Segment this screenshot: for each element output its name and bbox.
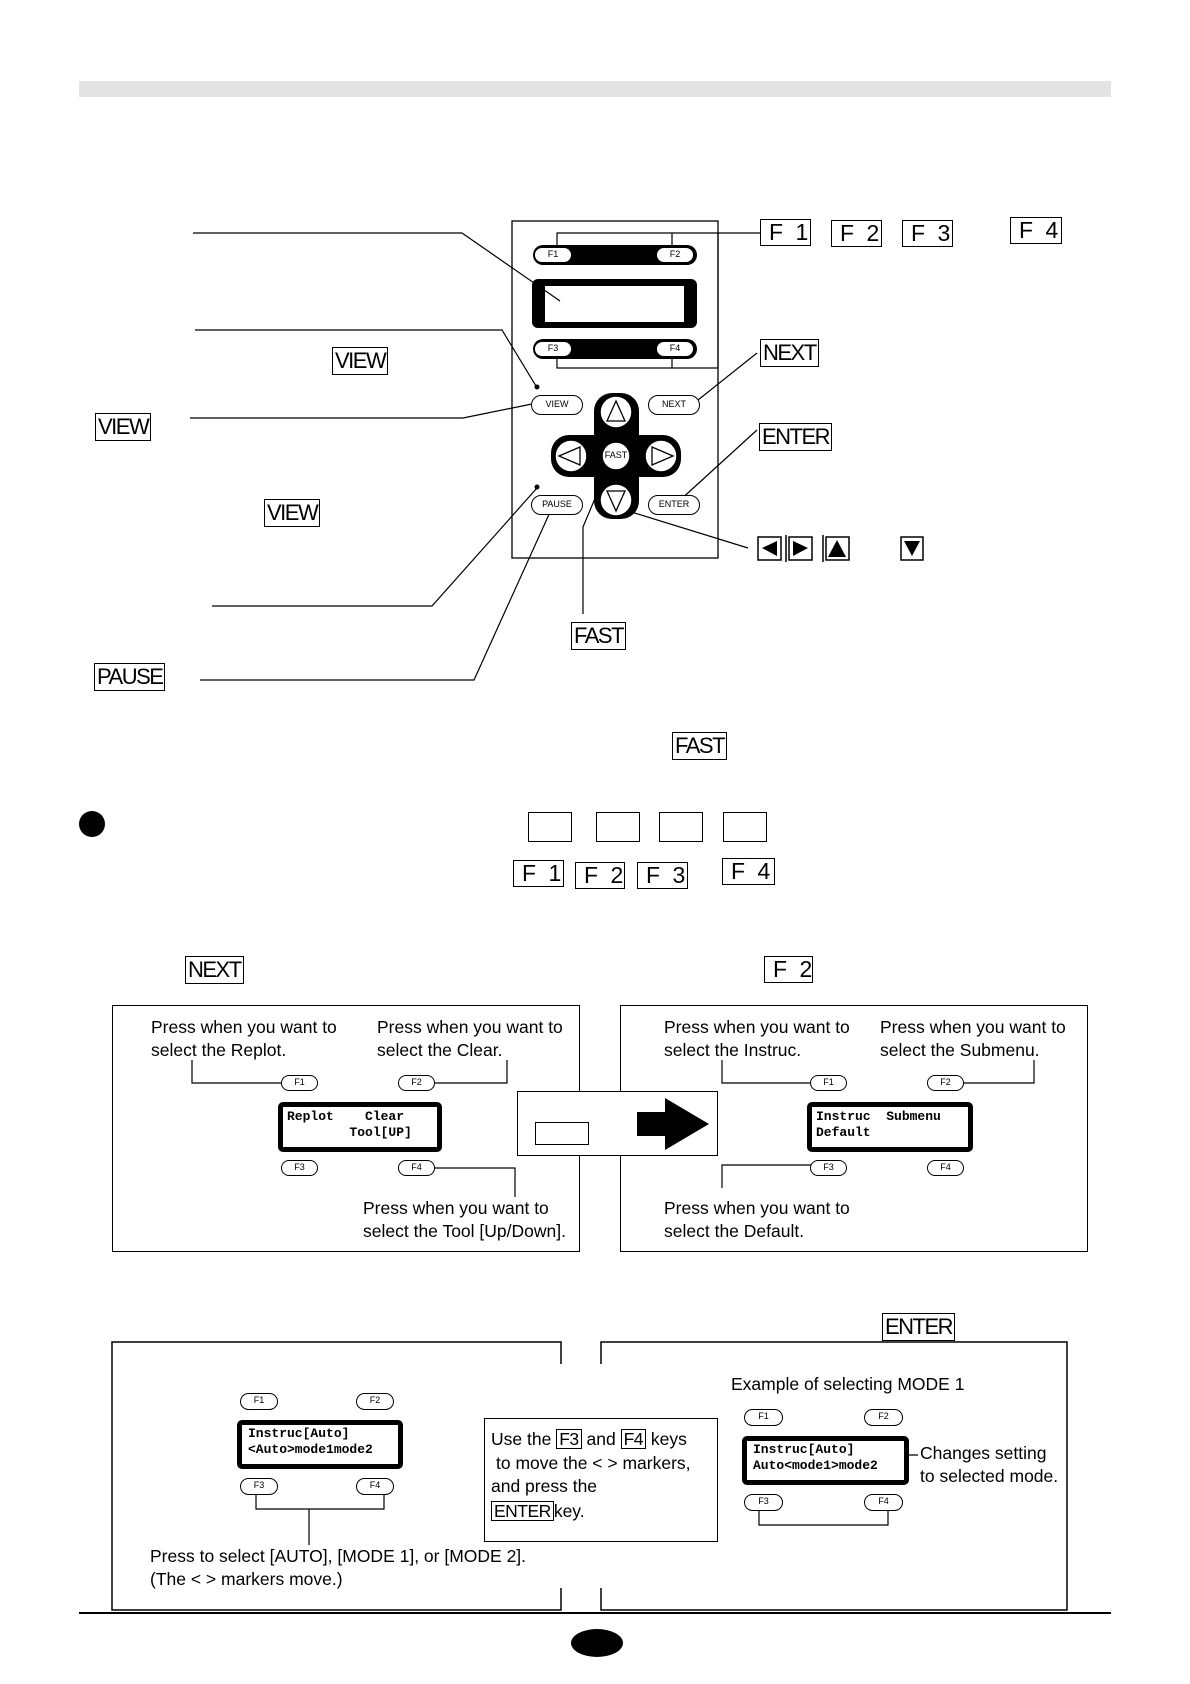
instruc-f2-key[interactable]: F2 — [927, 1075, 964, 1091]
blank-key-box-2 — [596, 812, 640, 842]
section-bullet — [79, 811, 105, 837]
f1-key-label: F 1 — [760, 219, 811, 246]
example-f2-key[interactable]: F2 — [864, 1409, 903, 1426]
f2-key-label: F 2 — [831, 220, 882, 247]
panel-f4-key[interactable]: F4 — [656, 341, 694, 357]
f3-key-label: F 3 — [902, 220, 953, 247]
replot-lcd: Replot Clear Tool[UP] — [278, 1102, 442, 1152]
section3-enter-label: ENTER — [882, 1313, 956, 1341]
mode-lcd: Instruc[Auto] <Auto>mode1mode2 — [237, 1420, 403, 1469]
right-arrow-icon — [793, 541, 808, 556]
example-lcd-text: Instruc[Auto] Auto<mode1>mode2 — [747, 1441, 904, 1480]
use-the-text: Use the — [491, 1429, 552, 1449]
replot-lcd-text: Replot Clear Tool[UP] — [283, 1107, 437, 1147]
fast-key-label-2: FAST — [672, 732, 728, 760]
right-arrow-icon — [637, 1098, 709, 1150]
view-key-label-2: VIEW — [95, 413, 152, 441]
down-arrow-icon — [904, 541, 920, 556]
instructions-line2: to move the < > markers, — [496, 1453, 691, 1473]
section2-f2-label: F 2 — [764, 956, 813, 983]
replot-f3-key[interactable]: F3 — [281, 1160, 318, 1176]
blank-key-box-4 — [723, 812, 767, 842]
panel-enter-key[interactable]: ENTER — [648, 495, 700, 515]
instruc-lcd: Instruc Submenu Default — [807, 1102, 973, 1152]
instruc-f1-key[interactable]: F1 — [810, 1075, 847, 1091]
header-bar — [79, 81, 1111, 97]
instructions-line1: Use the F3 and F4 keys — [491, 1427, 687, 1451]
up-arrow-icon — [828, 540, 846, 557]
mode-f1-key[interactable]: F1 — [240, 1393, 278, 1410]
keys-text: keys — [650, 1429, 687, 1449]
clear-callout: Press when you want to select the Clear. — [377, 1017, 563, 1060]
enter-key-label: ENTER — [759, 423, 833, 451]
and-text: and — [586, 1429, 616, 1449]
tool-callout: Press when you want to select the Tool [… — [363, 1198, 566, 1241]
next-arrow-key-box — [535, 1122, 589, 1145]
mode-select-caption: Press to select [AUTO], [MODE 1], or [MO… — [150, 1546, 527, 1589]
next-key-label: NEXT — [760, 339, 819, 367]
blank-key-box-1 — [528, 812, 572, 842]
pause-key-label: PAUSE — [94, 663, 166, 691]
panel-f2-key[interactable]: F2 — [656, 247, 694, 263]
instruc-f3-key[interactable]: F3 — [810, 1160, 847, 1176]
inline-f3-key: F3 — [556, 1429, 582, 1449]
example-f3-key[interactable]: F3 — [744, 1494, 783, 1511]
example-f4-key[interactable]: F4 — [864, 1494, 903, 1511]
instruc-callout: Press when you want to select the Instru… — [664, 1017, 850, 1060]
mode-f2-key[interactable]: F2 — [356, 1393, 394, 1410]
panel-f1-key[interactable]: F1 — [534, 247, 572, 263]
inline-f4-key: F4 — [620, 1429, 647, 1449]
example-title: Example of selecting MODE 1 — [731, 1374, 965, 1394]
default-callout: Press when you want to select the Defaul… — [664, 1198, 850, 1241]
replot-f1-key[interactable]: F1 — [281, 1075, 318, 1091]
submenu-callout: Press when you want to select the Submen… — [880, 1017, 1066, 1060]
instructions-line3: and press the — [491, 1476, 598, 1496]
mode-f4-key[interactable]: F4 — [356, 1478, 394, 1495]
panel-pause-key[interactable]: PAUSE — [531, 495, 583, 515]
fast-key-label: FAST — [604, 450, 628, 460]
blank-key-box-3 — [659, 812, 703, 842]
replot-callout: Press when you want to select the Replot… — [151, 1017, 337, 1060]
replot-f2-key[interactable]: F2 — [398, 1075, 435, 1091]
footer-rule — [79, 1612, 1111, 1614]
row-f3-label: F 3 — [637, 862, 688, 889]
view-key-label-1: VIEW — [332, 347, 389, 375]
row-f4-label: F 4 — [722, 858, 775, 885]
f4-key-label: F 4 — [1010, 217, 1062, 244]
instruc-f4-key[interactable]: F4 — [927, 1160, 964, 1176]
key-text: key. — [553, 1501, 585, 1521]
panel-view-key[interactable]: VIEW — [531, 395, 583, 415]
instruc-lcd-text: Instruc Submenu Default — [812, 1107, 968, 1147]
instructions-box — [484, 1418, 718, 1542]
inline-enter-key: ENTER — [491, 1501, 554, 1521]
mode-lcd-text: Instruc[Auto] <Auto>mode1mode2 — [242, 1425, 398, 1464]
replot-f4-key[interactable]: F4 — [398, 1160, 435, 1176]
mode-f3-key[interactable]: F3 — [240, 1478, 278, 1495]
example-note: Changes setting to selected mode. — [920, 1443, 1059, 1486]
panel-next-key[interactable]: NEXT — [648, 395, 700, 415]
view-key-label-3: VIEW — [264, 499, 321, 527]
page-number-oval — [571, 1629, 623, 1657]
section2-next-label: NEXT — [185, 956, 244, 984]
fast-key-label-1: FAST — [571, 622, 627, 650]
left-arrow-icon — [762, 541, 777, 556]
row-f1-label: F 1 — [513, 860, 564, 887]
example-lcd: Instruc[Auto] Auto<mode1>mode2 — [742, 1436, 909, 1485]
row-f2-label: F 2 — [575, 862, 625, 889]
example-f1-key[interactable]: F1 — [744, 1409, 783, 1426]
panel-f3-key[interactable]: F3 — [534, 341, 572, 357]
